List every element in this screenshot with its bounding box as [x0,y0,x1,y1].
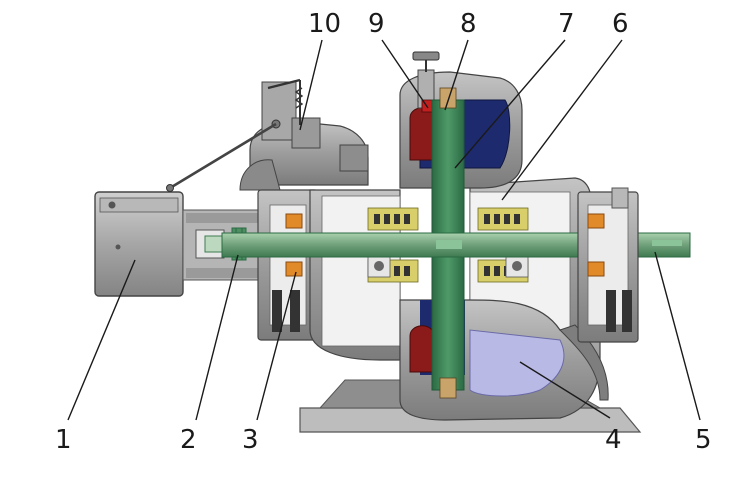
callout-9: 9 [368,9,385,39]
motor-housing [94,191,266,297]
leader-5 [654,251,701,421]
callout-7: 7 [558,9,575,39]
callout-2: 2 [180,425,197,455]
leader-4 [519,361,611,419]
callout-5: 5 [695,425,712,455]
callout-1: 1 [55,425,72,455]
leader-1 [67,259,136,421]
callout-4: 4 [605,425,622,455]
valve-body-upper [166,78,369,192]
right-bearing-housing [577,187,639,343]
callout-labels: 1 2 3 4 5 6 7 8 9 10 [55,9,712,455]
left-bearing-housing [257,189,319,341]
leader-lines [67,39,701,421]
leader-6 [501,39,623,201]
callout-8: 8 [460,9,477,39]
leader-9 [381,39,429,109]
leader-10 [299,39,323,131]
callout-6: 6 [612,9,629,39]
leader-2 [195,254,239,421]
leader-8 [444,39,469,111]
callout-10: 10 [308,9,341,39]
leader-7 [454,39,566,169]
callout-3: 3 [242,425,259,455]
leader-3 [256,271,297,421]
